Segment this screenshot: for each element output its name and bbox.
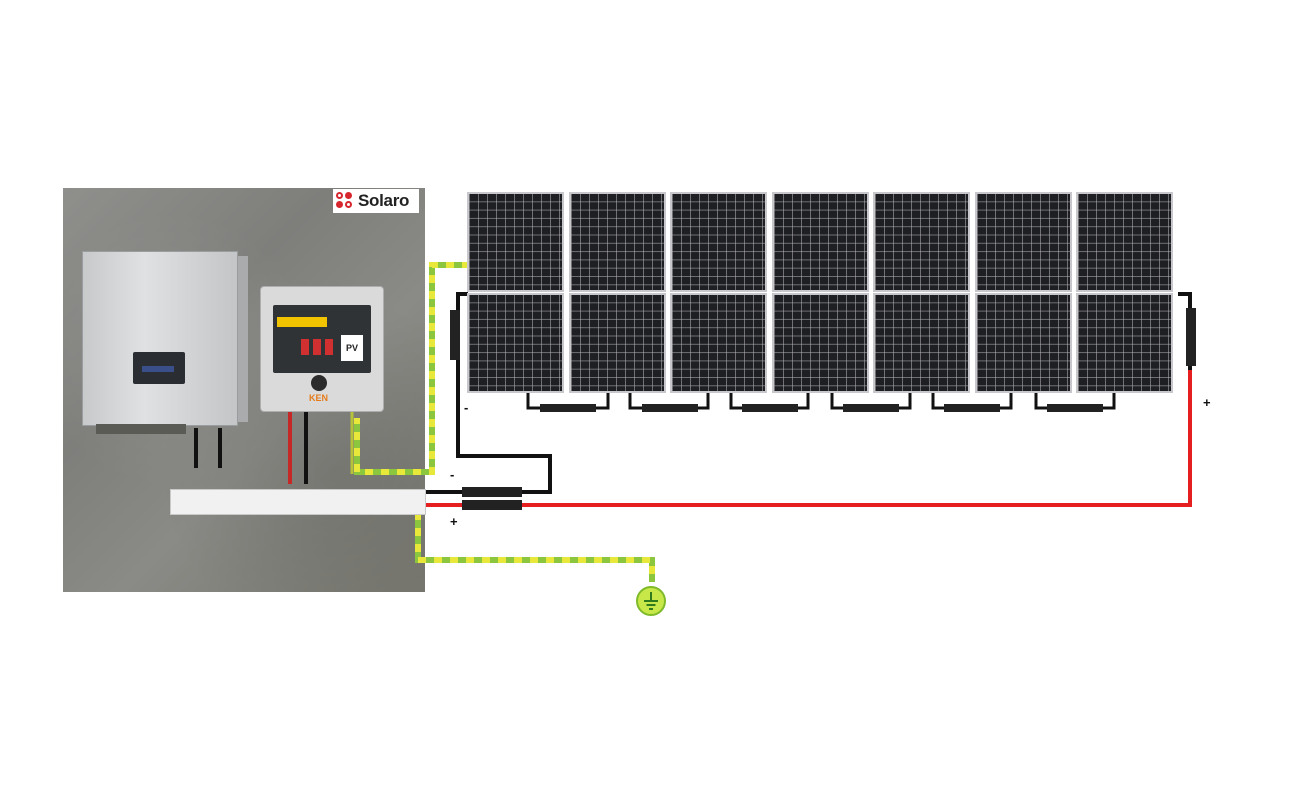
solar-panel bbox=[771, 192, 869, 292]
breaker bbox=[301, 339, 309, 355]
solar-panel bbox=[771, 293, 869, 393]
inverter bbox=[82, 251, 238, 426]
breaker bbox=[325, 339, 333, 355]
solar-panel bbox=[568, 192, 666, 292]
earth-ground-icon bbox=[636, 586, 666, 616]
inverter-display bbox=[133, 352, 185, 384]
dc-combiner-box: PV KEN bbox=[260, 286, 384, 412]
negative-cable bbox=[426, 292, 552, 494]
solar-panel bbox=[1076, 293, 1173, 393]
solar-panel bbox=[568, 293, 666, 393]
brand-sign: Solaro bbox=[333, 189, 419, 213]
solar-panel bbox=[1076, 192, 1173, 292]
solar-panel bbox=[467, 192, 564, 292]
array-positive-label: + bbox=[1203, 395, 1211, 410]
maker-mark: KEN bbox=[309, 393, 329, 403]
pv-label: PV bbox=[341, 335, 363, 361]
cable-trunking bbox=[170, 489, 426, 515]
array-negative-label: - bbox=[464, 400, 469, 415]
solar-panel bbox=[974, 293, 1072, 393]
solar-panel bbox=[467, 293, 564, 393]
brand-name: Solaro bbox=[358, 191, 410, 210]
solar-panel bbox=[873, 293, 970, 393]
breaker bbox=[313, 339, 321, 355]
solaro-logo-icon bbox=[336, 192, 354, 210]
solar-panel bbox=[670, 192, 767, 292]
solar-panel bbox=[974, 192, 1072, 292]
earth-cable-panel bbox=[354, 262, 470, 475]
isolator-knob bbox=[311, 375, 327, 391]
trunk-negative-label: - bbox=[450, 467, 455, 482]
solar-panel bbox=[670, 293, 767, 393]
warning-label bbox=[277, 317, 327, 327]
trunk-positive-label: + bbox=[450, 514, 458, 529]
solar-panel bbox=[873, 192, 970, 292]
inverter-terminals bbox=[96, 424, 186, 434]
